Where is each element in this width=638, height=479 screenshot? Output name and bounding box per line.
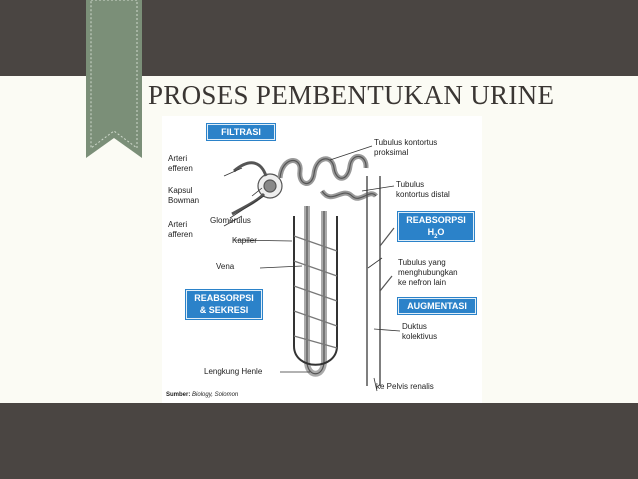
augmentasi-box: AUGMENTASI — [398, 298, 476, 314]
header-band — [0, 0, 638, 76]
label-tubulus-penghubung: Tubulus yang menghubungkan ke nefron lai… — [398, 258, 458, 287]
label-arteri-efferen: Arteri efferen — [168, 154, 193, 173]
label-glomerulus: Glomerulus — [210, 216, 251, 225]
label-arteri-afferen: Arteri afferen — [168, 220, 193, 239]
label-tubulus-proksimal: Tubulus kontortus proksimal — [374, 138, 438, 157]
label-tubulus-distal: Tubulus kontortus distal — [396, 180, 450, 199]
label-pelvis-renalis: ke Pelvis renalis — [376, 382, 434, 391]
label-duktus-kolektivus: Duktus kolektivus — [402, 322, 438, 341]
h2o-label: H2O — [427, 227, 445, 240]
footer-band — [0, 403, 638, 479]
source-label: Sumber: — [166, 392, 191, 398]
filtrasi-label: FILTRASI — [221, 127, 261, 137]
label-kapsul-bowman: Kapsul Bowman — [168, 186, 200, 205]
label-vena: Vena — [216, 262, 235, 271]
filtrasi-box: FILTRASI — [207, 124, 275, 140]
reabsorpsi-sekresi-line1: REABSORPSI — [194, 293, 254, 303]
nephron-illustration — [223, 145, 401, 392]
source-caption: Sumber: Biology, Solomon — [166, 392, 238, 398]
reabsorpsi-sekresi-box: REABSORPSI & SEKRESI — [186, 290, 262, 319]
reabsorpsi-h2o-label: REABSORPSI — [406, 215, 466, 225]
duktus-kolektivus-shape — [366, 176, 381, 386]
reabsorpsi-sekresi-line2: & SEKRESI — [199, 305, 249, 315]
label-lengkung-henle: Lengkung Henle — [204, 367, 263, 376]
arteri-efferen-vessel — [233, 161, 268, 177]
slide-title: PROSES PEMBENTUKAN URINE — [148, 80, 555, 110]
augmentasi-label: AUGMENTASI — [407, 301, 467, 311]
lengkung-henle-shape — [304, 206, 327, 377]
nephron-diagram: FILTRASI REABSORPSI H2O REABSORPSI & SEK… — [162, 116, 482, 403]
reabsorpsi-h2o-box: REABSORPSI H2O — [398, 212, 474, 241]
arteri-afferen-vessel — [231, 192, 266, 216]
source-text: Biology, Solomon — [192, 392, 239, 398]
label-kapiler: Kapiler — [232, 236, 257, 245]
